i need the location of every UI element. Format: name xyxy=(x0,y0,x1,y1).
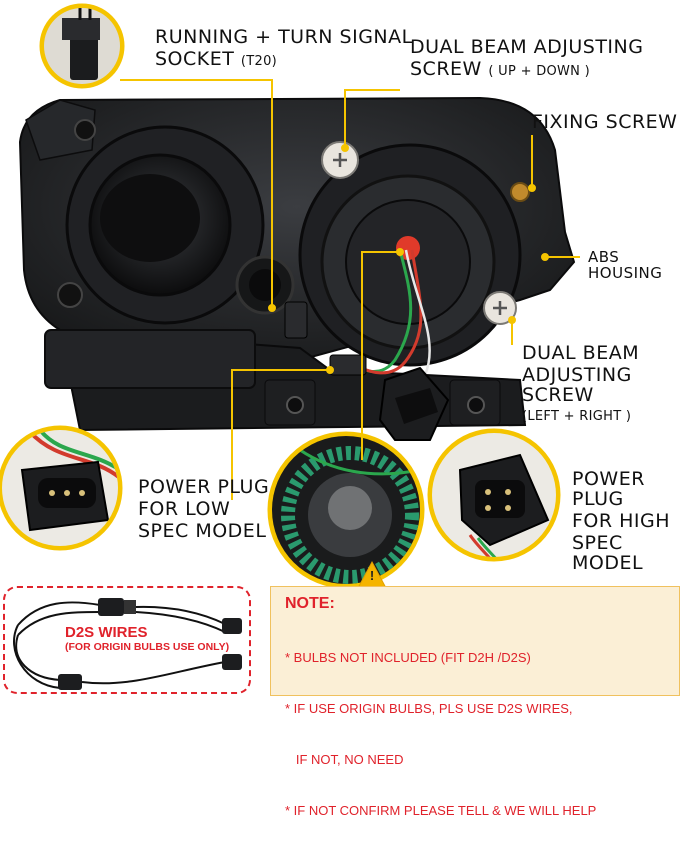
dual-beam-lr-sub: (LEFT + RIGHT ) xyxy=(522,408,632,424)
dual-beam-lr-label: DUAL BEAM ADJUSTING SCREW (LEFT + RIGHT … xyxy=(522,342,695,424)
running-socket-sub: (T20) xyxy=(240,53,278,69)
dual-beam-updown-sub: ( UP + DOWN ) xyxy=(488,63,591,79)
high-spec-plug-callout xyxy=(427,428,561,562)
dual-beam-updown-label: DUAL BEAM ADJUSTING SCREW ( UP + DOWN ) xyxy=(410,36,644,80)
warning-icon: ! xyxy=(369,568,375,583)
low-spec-plug-callout xyxy=(0,425,123,551)
power-low-line1: POWER PLUG xyxy=(138,476,270,498)
power-high-line1: POWER PLUG xyxy=(572,468,645,510)
power-high-label: POWER PLUG FOR HIGH SPEC MODEL xyxy=(572,468,695,574)
note-box: NOTE: * BULBS NOT INCLUDED (FIT D2H /D2S… xyxy=(270,586,680,818)
note-line: * IF USE ORIGIN BULBS, PLS USE D2S WIRES… xyxy=(285,701,573,716)
green-ring-callout xyxy=(267,431,425,589)
power-high-line3: SPEC MODEL xyxy=(572,531,644,574)
power-low-line3: SPEC MODEL xyxy=(138,519,267,542)
d2s-wires-box: D2S WIRES (FOR ORIGIN BULBS USE ONLY) xyxy=(3,586,251,694)
note-line: * IF NOT CONFIRM PLEASE TELL & WE WILL H… xyxy=(285,803,597,818)
dual-beam-lr-line2: ADJUSTING SCREW xyxy=(522,363,632,406)
abs-housing-label: ABS HOUSING xyxy=(588,248,663,282)
headlight-housing xyxy=(18,96,576,441)
note-line: IF NOT, NO NEED xyxy=(285,752,404,767)
note-line: * BULBS NOT INCLUDED (FIT D2H /D2S) xyxy=(285,650,531,665)
power-high-line2: FOR HIGH xyxy=(572,509,671,532)
dual-beam-updown-line1: DUAL BEAM ADJUSTING xyxy=(410,36,644,58)
note-lines: * BULBS NOT INCLUDED (FIT D2H /D2S) * IF… xyxy=(285,615,596,853)
dual-beam-lr-line1: DUAL BEAM xyxy=(522,342,640,364)
power-low-line2: FOR LOW xyxy=(138,497,231,520)
d2s-subtitle: (FOR ORIGIN BULBS USE ONLY) xyxy=(65,641,230,653)
leader-lines xyxy=(120,79,580,500)
d2s-title: D2S WIRES xyxy=(65,624,148,641)
running-socket-label: RUNNING + TURN SIGNAL SOCKET (T20) xyxy=(155,26,413,70)
fixing-screw-label: FIXING SCREW xyxy=(532,111,678,133)
top-left-socket-callout xyxy=(39,3,125,89)
running-socket-line1: RUNNING + TURN SIGNAL xyxy=(155,26,413,48)
power-low-label: POWER PLUG FOR LOW SPEC MODEL xyxy=(138,476,270,542)
dual-beam-updown-line2: SCREW xyxy=(410,57,482,80)
note-title: NOTE: xyxy=(285,595,335,612)
running-socket-line2: SOCKET xyxy=(155,47,235,70)
